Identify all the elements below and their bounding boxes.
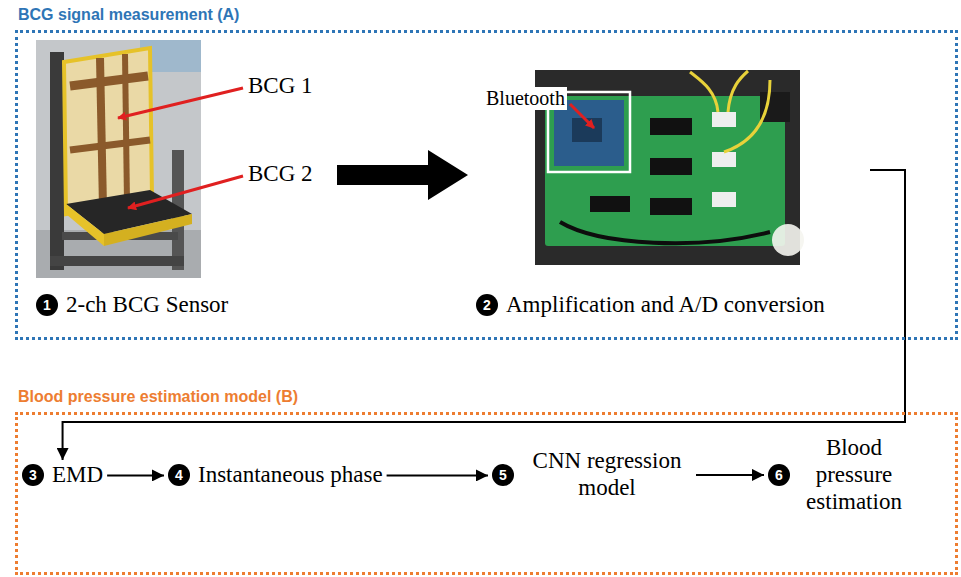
seat-edge [104, 214, 192, 246]
frame-beam [50, 256, 184, 266]
node-text: CNN regression model [522, 448, 692, 502]
block-arrow [337, 150, 468, 200]
node-text: Instantaneous phase [198, 462, 383, 489]
step-number: 1 [36, 294, 58, 316]
caption-row: 2 Amplification and A/D conversion [476, 292, 825, 318]
board-panel: 2 Amplification and A/D conversion [470, 60, 870, 318]
step-number: 6 [768, 464, 790, 486]
strap [70, 76, 148, 86]
chip [650, 118, 692, 135]
region-title: Blood pressure estimation model (B) [18, 387, 298, 406]
strap [70, 140, 150, 150]
connector [712, 112, 736, 127]
node-text: 2-ch BCG Sensor [66, 292, 228, 318]
step-number: 2 [476, 294, 498, 316]
part-label: BCG 2 [248, 161, 313, 187]
process-step: 4 Instantaneous phase [168, 462, 383, 489]
flow-arrow [696, 474, 764, 476]
frame-post [50, 52, 64, 270]
chip [650, 198, 692, 215]
highlight-box [548, 92, 630, 172]
caption-row: 1 2-ch BCG Sensor [36, 292, 228, 318]
leader-arrow [128, 176, 243, 208]
sensor-panel: 1 2-ch BCG Sensor [30, 40, 335, 318]
step-number: 3 [22, 464, 44, 486]
step-number: 5 [492, 464, 514, 486]
connector [712, 152, 736, 167]
cable [560, 222, 770, 243]
node-text: Blood pressure estimation [798, 435, 910, 516]
photo-background [36, 40, 201, 278]
process-step: 3 EMD [22, 462, 103, 489]
flow-arrow [63, 170, 905, 460]
step-number: 4 [168, 464, 190, 486]
leader-arrow [570, 104, 594, 128]
chip [650, 158, 692, 175]
strap [100, 58, 103, 208]
flow-arrow [387, 474, 488, 476]
process-step: 5 CNN regression model [492, 448, 692, 502]
chip [590, 196, 630, 212]
flow-arrow [107, 474, 164, 476]
bluetooth-module [554, 100, 624, 166]
connector [712, 192, 736, 207]
measurement-region: BCG signal measurement (A)12-ch BCG Sens… [15, 30, 958, 340]
strap [125, 54, 127, 203]
led-glow [772, 224, 804, 256]
node-text: Amplification and A/D conversion [506, 292, 825, 318]
model-region: Blood pressure estimation model (B)3EMD4… [15, 412, 958, 575]
seat-edge [66, 204, 104, 246]
circuit-board-photo [535, 70, 804, 265]
process-step: 6 Blood pressure estimation [768, 435, 910, 516]
photo-background [535, 70, 800, 265]
region-title: BCG signal measurement (A) [18, 5, 239, 24]
wire [690, 71, 770, 152]
part-label: Bluetooth [484, 87, 567, 110]
chair-photo [36, 40, 201, 278]
part-label: BCG 1 [248, 73, 313, 99]
leader-arrow [118, 88, 243, 118]
node-text: EMD [52, 462, 103, 489]
backrest [64, 48, 152, 214]
